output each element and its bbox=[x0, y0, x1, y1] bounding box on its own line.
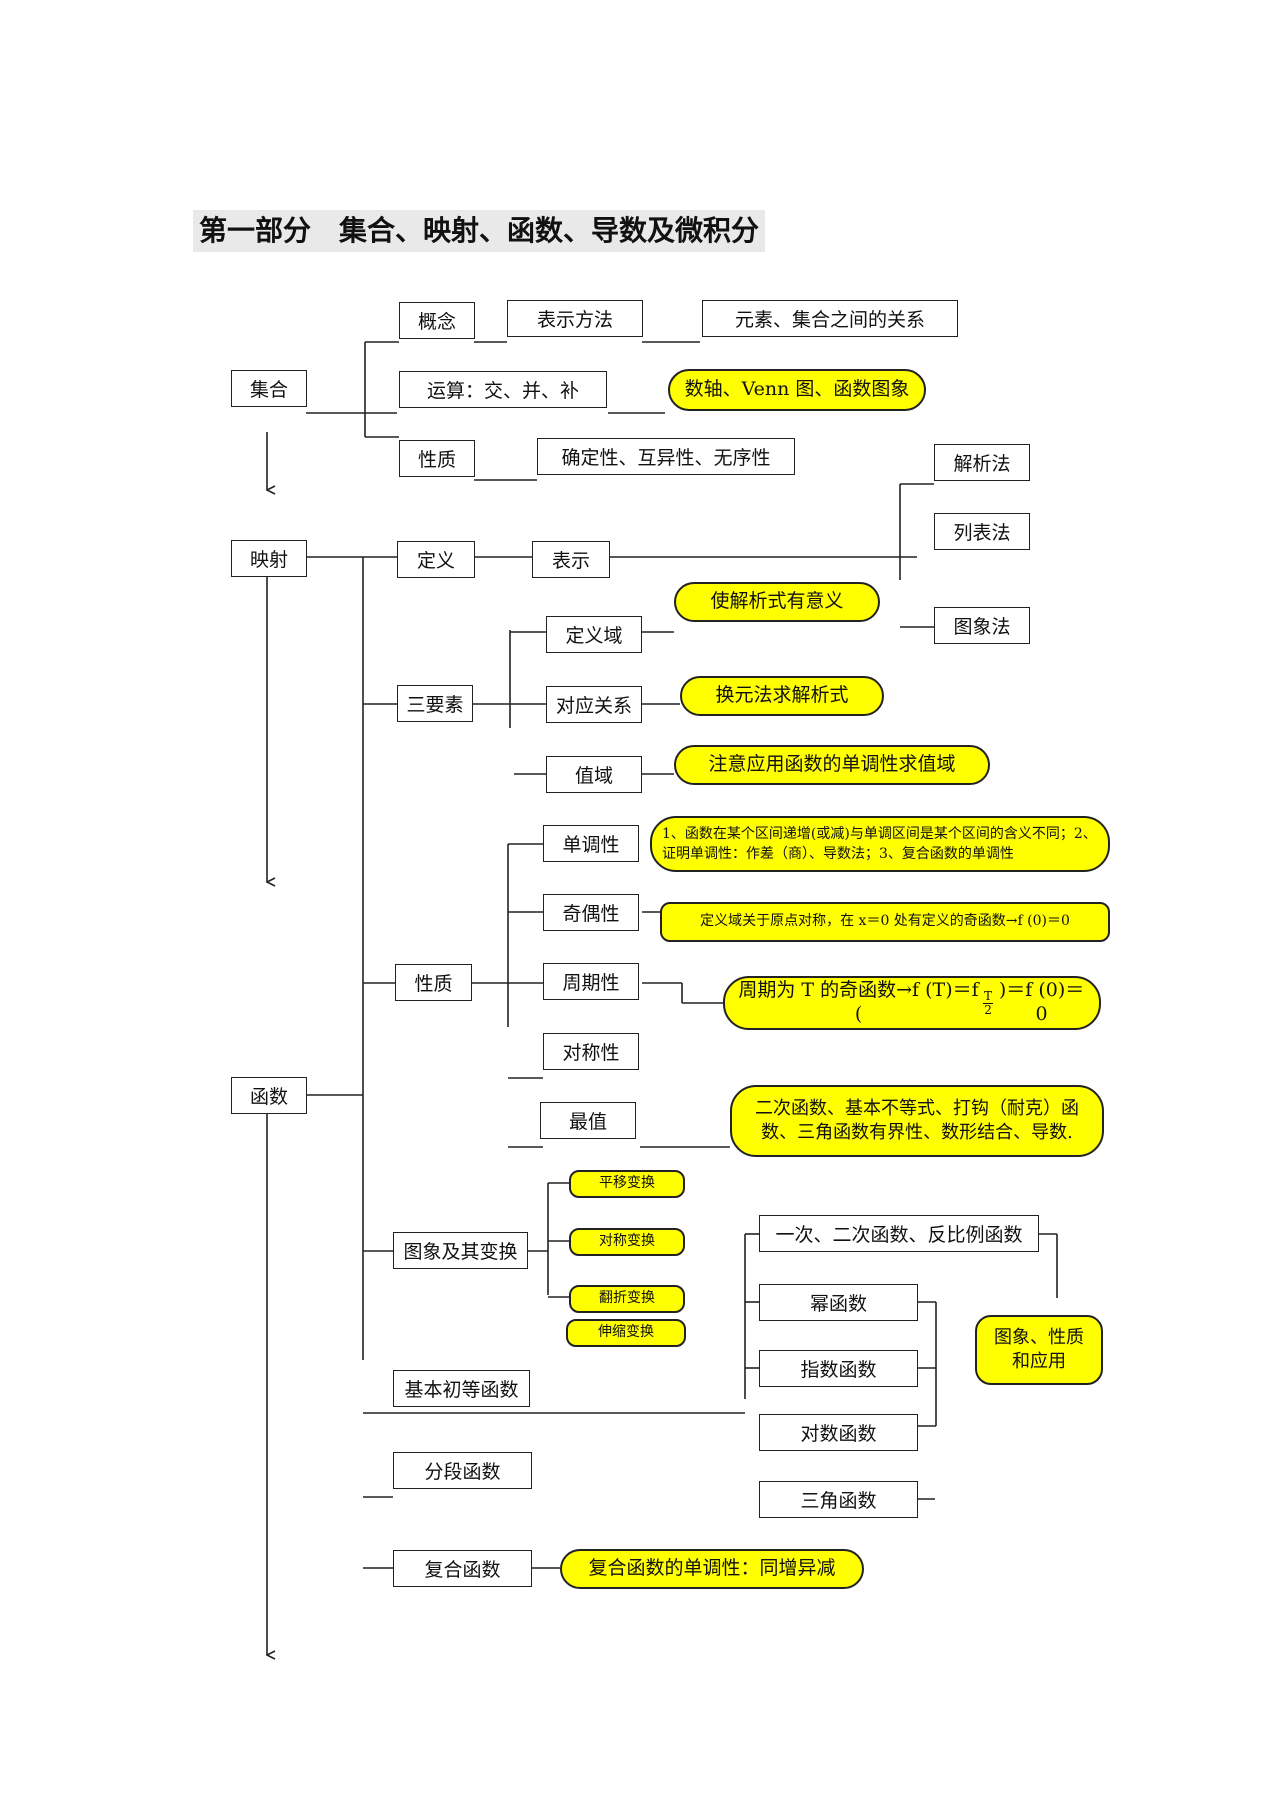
node-representation: 表示方法 bbox=[507, 300, 643, 337]
node-period: 周期性 bbox=[543, 963, 639, 1000]
node-three-elements: 三要素 bbox=[397, 685, 473, 722]
node-elementary-function: 基本初等函数 bbox=[393, 1370, 530, 1407]
note-period-after: )＝f (0)＝0 bbox=[998, 979, 1085, 1025]
node-set-relation: 元素、集合之间的关系 bbox=[702, 300, 958, 337]
page-title: 第一部分 集合、映射、函数、导数及微积分 bbox=[193, 210, 766, 252]
elementary-linear-quadratic: 一次、二次函数、反比例函数 bbox=[759, 1215, 1039, 1252]
node-extreme: 最值 bbox=[540, 1102, 636, 1139]
note-elementary-line1: 图象、性质 bbox=[994, 1326, 1084, 1348]
transform-translation: 平移变换 bbox=[569, 1170, 685, 1198]
note-monotonic: 1、函数在某个区间递增(或减)与单调区间是某个区间的含义不同；2、证明单调性：作… bbox=[650, 816, 1110, 872]
note-extreme-line2: 数、三角函数有界性、数形结合、导数. bbox=[761, 1122, 1073, 1143]
transform-stretch: 伸缩变换 bbox=[566, 1319, 686, 1347]
node-set-property-detail: 确定性、互异性、无序性 bbox=[537, 438, 795, 475]
node-function-property: 性质 bbox=[395, 964, 472, 1001]
note-composite: 复合函数的单调性：同增异减 bbox=[560, 1549, 864, 1589]
node-function: 函数 bbox=[231, 1077, 307, 1114]
node-piecewise: 分段函数 bbox=[393, 1452, 532, 1489]
note-extreme-line1: 二次函数、基本不等式、打钩（耐克）函 bbox=[755, 1097, 1079, 1119]
elementary-exponential: 指数函数 bbox=[759, 1350, 918, 1387]
method-table: 列表法 bbox=[934, 513, 1030, 550]
node-composite: 复合函数 bbox=[393, 1550, 532, 1587]
method-graph: 图象法 bbox=[934, 607, 1030, 644]
note-monotonic-line2: 证明单调性：作差（商）、导数法；3、复合函数的单调性 bbox=[662, 846, 1014, 862]
method-analytic: 解析法 bbox=[934, 444, 1030, 481]
node-set-property: 性质 bbox=[399, 440, 475, 477]
note-range: 注意应用函数的单调性求值域 bbox=[674, 745, 990, 785]
note-period-numerator: T bbox=[983, 988, 994, 1004]
transform-symmetry: 对称变换 bbox=[569, 1228, 685, 1256]
note-monotonic-line1: 1、函数在某个区间递增(或减)与单调区间是某个区间的含义不同；2、 bbox=[662, 825, 1097, 842]
node-graph-transform: 图象及其变换 bbox=[393, 1232, 528, 1269]
node-parity: 奇偶性 bbox=[543, 894, 639, 931]
note-elementary-line2: 和应用 bbox=[1012, 1351, 1066, 1372]
elementary-logarithm: 对数函数 bbox=[759, 1414, 918, 1451]
node-set: 集合 bbox=[231, 370, 307, 407]
note-elementary: 图象、性质和应用 bbox=[975, 1315, 1103, 1385]
note-extreme: 二次函数、基本不等式、打钩（耐克）函数、三角函数有界性、数形结合、导数. bbox=[730, 1085, 1104, 1157]
node-range: 值域 bbox=[546, 756, 642, 793]
note-correspondence: 换元法求解析式 bbox=[680, 676, 884, 716]
node-mapping: 映射 bbox=[231, 540, 307, 577]
node-operation: 运算：交、并、补 bbox=[399, 371, 607, 408]
transform-flip: 翻折变换 bbox=[569, 1285, 685, 1313]
note-operation: 数轴、Venn 图、函数图象 bbox=[668, 369, 926, 411]
note-period-before: 周期为 T 的奇函数→f (T)＝f ( bbox=[738, 979, 979, 1025]
node-concept: 概念 bbox=[399, 302, 475, 339]
elementary-power: 幂函数 bbox=[759, 1284, 918, 1321]
note-period-denominator: 2 bbox=[984, 1002, 992, 1017]
note-parity: 定义域关于原点对称，在 x＝0 处有定义的奇函数→f (0)＝0 bbox=[660, 902, 1110, 942]
node-symmetry: 对称性 bbox=[543, 1033, 639, 1070]
node-domain: 定义域 bbox=[546, 616, 642, 653]
node-definition: 定义 bbox=[397, 541, 475, 578]
elementary-trigonometric: 三角函数 bbox=[759, 1481, 918, 1518]
node-correspondence: 对应关系 bbox=[546, 686, 642, 723]
node-monotonic: 单调性 bbox=[543, 825, 639, 862]
node-represent: 表示 bbox=[532, 541, 610, 578]
note-domain: 使解析式有意义 bbox=[674, 582, 880, 622]
